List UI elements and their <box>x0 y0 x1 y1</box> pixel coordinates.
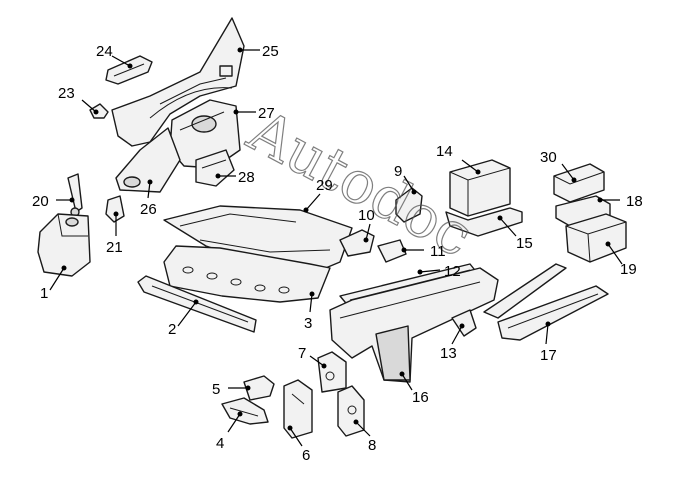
part-7-bracket <box>317 351 347 393</box>
part-5-clamp <box>243 375 275 401</box>
callout-21: 21 <box>106 239 123 256</box>
part-25-fender-panel <box>111 17 245 147</box>
part-19-lower-box <box>565 213 627 263</box>
callout-8: 8 <box>368 437 376 454</box>
callout-5: 5 <box>212 381 220 398</box>
part-30-box <box>553 163 605 203</box>
callout-25: 25 <box>262 43 279 60</box>
part-15-battery-tray <box>445 207 523 237</box>
part-20-tube <box>67 173 83 217</box>
callout-9: 9 <box>394 163 402 180</box>
callout-27: 27 <box>258 105 275 122</box>
part-6-bracket <box>283 379 313 439</box>
callout-15: 15 <box>516 235 533 252</box>
callout-14: 14 <box>436 143 453 160</box>
part-28-bracket <box>195 149 235 187</box>
callout-6: 6 <box>302 447 310 464</box>
part-14-battery <box>449 159 511 217</box>
part-17-sill <box>483 263 609 341</box>
callout-20: 20 <box>32 193 49 210</box>
callout-18: 18 <box>626 193 643 210</box>
callout-30: 30 <box>540 149 557 166</box>
callout-10: 10 <box>358 207 375 224</box>
callout-24: 24 <box>96 43 113 60</box>
part-21-fitting <box>105 195 125 223</box>
part-24-bracket <box>105 55 153 85</box>
callout-2: 2 <box>168 321 176 338</box>
part-11-bracket <box>377 239 407 263</box>
part-10-bracket <box>339 229 375 257</box>
callout-4: 4 <box>216 435 224 452</box>
part-23-clip <box>89 103 109 119</box>
callout-28: 28 <box>238 169 255 186</box>
part-16-frame <box>329 267 499 383</box>
callout-1: 1 <box>40 285 48 302</box>
part-26-support-leg <box>115 127 181 193</box>
callout-23: 23 <box>58 85 75 102</box>
callout-7: 7 <box>298 345 306 362</box>
callout-11: 11 <box>430 243 446 260</box>
callout-12: 12 <box>444 263 461 280</box>
callout-13: 13 <box>440 345 457 362</box>
callout-17: 17 <box>540 347 557 364</box>
part-4-mount <box>221 397 269 425</box>
callout-29: 29 <box>316 177 333 194</box>
part-1-reservoir <box>37 213 91 277</box>
callout-16: 16 <box>412 389 429 406</box>
callout-labels: 1 2 3 4 5 6 7 8 9 10 11 12 13 14 15 16 1… <box>32 43 643 464</box>
callout-leaders <box>49 47 623 447</box>
callout-19: 19 <box>620 261 637 278</box>
part-3-floor-tray <box>163 245 331 303</box>
part-8-plate <box>337 385 365 437</box>
callout-3: 3 <box>304 315 312 332</box>
callout-26: 26 <box>140 201 157 218</box>
